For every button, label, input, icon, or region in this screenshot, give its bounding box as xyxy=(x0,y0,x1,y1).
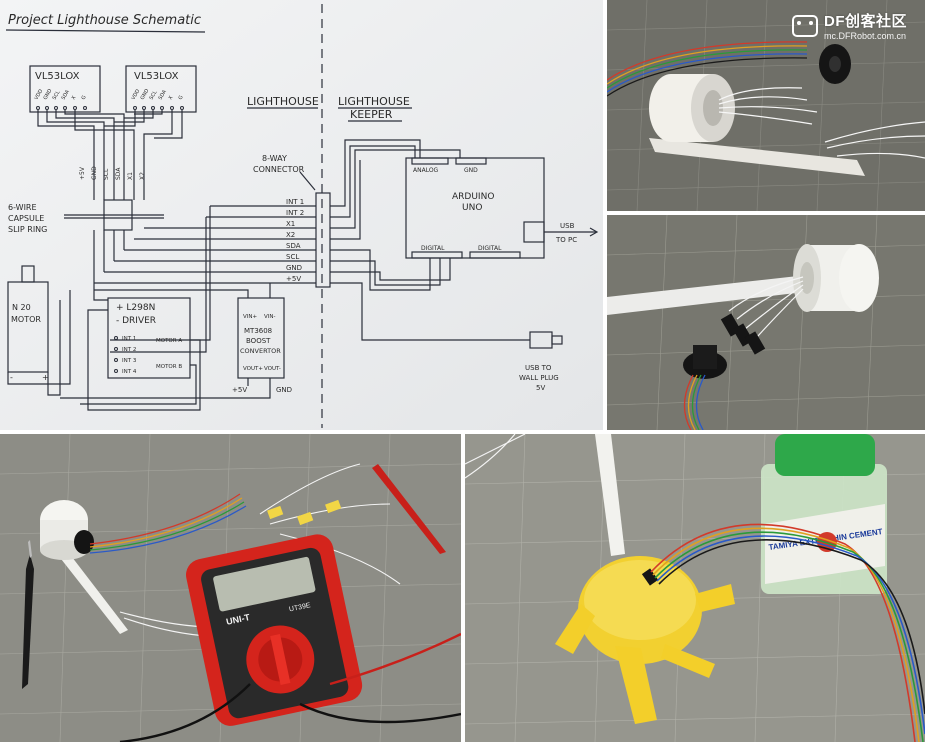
sensor-pin-label: G xyxy=(81,95,88,101)
multimeter-display xyxy=(213,556,316,612)
bus-label: SCL xyxy=(103,168,110,180)
svg-text:+: + xyxy=(42,373,49,382)
photo-glue-assembly: TAMIYA EXTRA THIN CEMENT xyxy=(465,434,925,742)
connector-pin: X2 xyxy=(286,231,295,239)
section-keeper: KEEPER xyxy=(350,108,393,121)
connector-pin: SDA xyxy=(286,242,301,250)
sensor-right-label: VL53LOX xyxy=(134,71,179,82)
driver-motor: MOTOR A xyxy=(156,338,182,344)
arduino-digital-label: DIGITAL xyxy=(421,245,445,252)
boost-pin: VIN+ xyxy=(243,314,257,320)
sensor-pin-label: VDD xyxy=(131,88,142,101)
connector-pin: SCL xyxy=(286,253,299,261)
boost-pin: VOUT+ xyxy=(243,366,263,372)
boost-label: CONVERTOR xyxy=(240,347,281,355)
arduino-gnd-label: GND xyxy=(464,167,478,174)
arduino-analog-label: ANALOG xyxy=(413,167,439,174)
boost-out-label: GND xyxy=(276,386,292,394)
slip-ring-label: 6-WIRE xyxy=(8,203,37,212)
section-lighthouse: LIGHTHOUSE xyxy=(247,95,319,108)
sensor-pin-label: SCL xyxy=(52,90,62,101)
bus-label: SDA xyxy=(115,167,122,180)
bus-label: X1 xyxy=(127,172,134,180)
boost-box xyxy=(237,297,285,379)
multimeter-model: UT39E xyxy=(288,602,311,613)
boost-label: BOOST xyxy=(246,337,271,345)
sensor-pin-label: SDA xyxy=(61,89,72,101)
boost-out-label: +5V xyxy=(232,386,247,394)
sensor-pin-label: SCL xyxy=(149,90,159,101)
sensor-pin-label: VDD xyxy=(34,88,45,101)
usb-pc-label: TO PC xyxy=(555,236,577,244)
slip-ring-label: CAPSULE xyxy=(8,214,44,223)
svg-text:-: - xyxy=(10,373,13,382)
bus-label: +5V xyxy=(79,166,86,180)
driver-pin: INT 4 xyxy=(122,369,137,375)
motor-box xyxy=(7,281,49,373)
usb-wall-label: 5V xyxy=(536,384,545,392)
driver-box xyxy=(107,297,191,379)
watermark: DF创客社区 mc.DFRobot.com.cn xyxy=(792,10,907,41)
driver-pin: INT 2 xyxy=(122,347,136,353)
usb-wall-label: WALL PLUG xyxy=(519,374,559,382)
sensor-left-label: VL53LOX xyxy=(35,71,80,82)
connector-pin: INT 1 xyxy=(286,198,304,206)
connector-label: CONNECTOR xyxy=(253,165,305,174)
boost-pin: VIN- xyxy=(264,314,275,320)
motor-label: N 20 xyxy=(12,303,31,312)
connector-block xyxy=(315,192,331,288)
schematic-svg: Project Lighthouse Schematic VL53LOX VDD… xyxy=(0,0,603,430)
sensor-pin-label: G xyxy=(178,95,185,101)
photo-slip-ring-3d-print: DF创客社区 mc.DFRobot.com.cn xyxy=(607,0,925,211)
watermark-brand: DF创客社区 xyxy=(824,13,907,30)
connector-pin: +5V xyxy=(286,275,301,283)
arduino-label: UNO xyxy=(462,203,482,213)
motor-label: MOTOR xyxy=(11,315,41,324)
arduino-label: ARDUINO xyxy=(452,192,494,202)
sensor-pin-label: GND xyxy=(43,88,54,101)
bus-label: X2 xyxy=(139,172,146,180)
connector-label: 8-WAY xyxy=(262,154,287,163)
connector-pin: INT 2 xyxy=(286,209,304,217)
boost-label: MT3608 xyxy=(244,327,272,335)
driver-pin: INT 1 xyxy=(122,336,136,342)
connector-pin: X1 xyxy=(286,220,295,228)
sensor-pin-label: GND xyxy=(140,88,151,101)
robot-logo-icon xyxy=(792,14,818,37)
section-keeper: LIGHTHOUSE xyxy=(338,95,410,108)
photo-multimeter-test: UNI-T UT39E xyxy=(0,434,461,742)
usb-wall-label: USB TO xyxy=(525,364,552,372)
driver-label: - DRIVER xyxy=(116,316,156,326)
sensor-pin-label: X xyxy=(71,95,78,101)
usb-pc-label: USB xyxy=(560,222,575,230)
sensor-pin-label: SDA xyxy=(158,89,169,101)
arduino-digital-label: DIGITAL xyxy=(478,245,502,252)
schematic-drawing: Project Lighthouse Schematic VL53LOX VDD… xyxy=(0,0,603,430)
sensor-pin-label: X xyxy=(168,95,175,101)
multimeter-brand: UNI-T xyxy=(225,612,251,627)
boost-pin: VOUT- xyxy=(264,366,281,372)
slip-ring-label: SLIP RING xyxy=(8,225,47,234)
photo-slip-ring-wiring xyxy=(607,215,925,430)
driver-label: + L298N xyxy=(116,303,155,313)
watermark-url: mc.DFRobot.com.cn xyxy=(824,31,907,41)
driver-pin: INT 3 xyxy=(122,358,137,364)
connector-pin: GND xyxy=(286,264,302,272)
driver-motor: MOTOR B xyxy=(156,364,182,370)
sensor-right-box xyxy=(125,65,197,113)
schematic-title: Project Lighthouse Schematic xyxy=(8,13,201,28)
